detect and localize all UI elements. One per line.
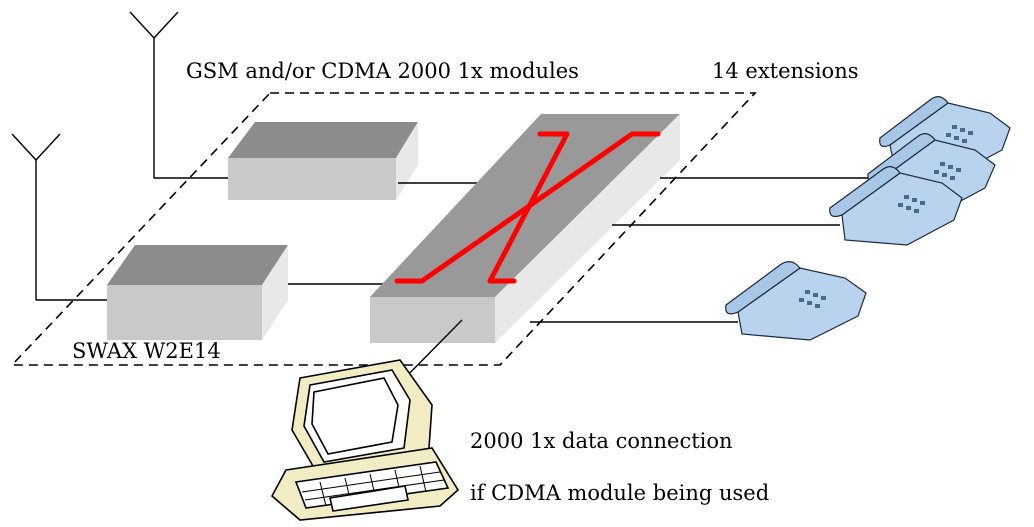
switch-unit xyxy=(370,114,680,343)
device-label: SWAX W2E14 xyxy=(72,339,221,363)
crossover-lines xyxy=(394,131,661,284)
system-boundary xyxy=(10,92,757,366)
data-connection-condition: if CDMA module being used xyxy=(470,481,769,505)
telephone-icon xyxy=(725,261,867,341)
extensions-label: 14 extensions xyxy=(712,59,859,83)
data-connection-label: 2000 1x data connection xyxy=(470,429,733,453)
modules-label: GSM and/or CDMA 2000 1x modules xyxy=(186,59,579,83)
telephone-icon xyxy=(829,166,963,246)
antenna-icon xyxy=(129,11,179,178)
antenna-icon xyxy=(11,133,61,300)
computer-icon xyxy=(270,359,460,521)
module-box-lower xyxy=(107,245,288,340)
module-box-upper xyxy=(228,122,418,200)
